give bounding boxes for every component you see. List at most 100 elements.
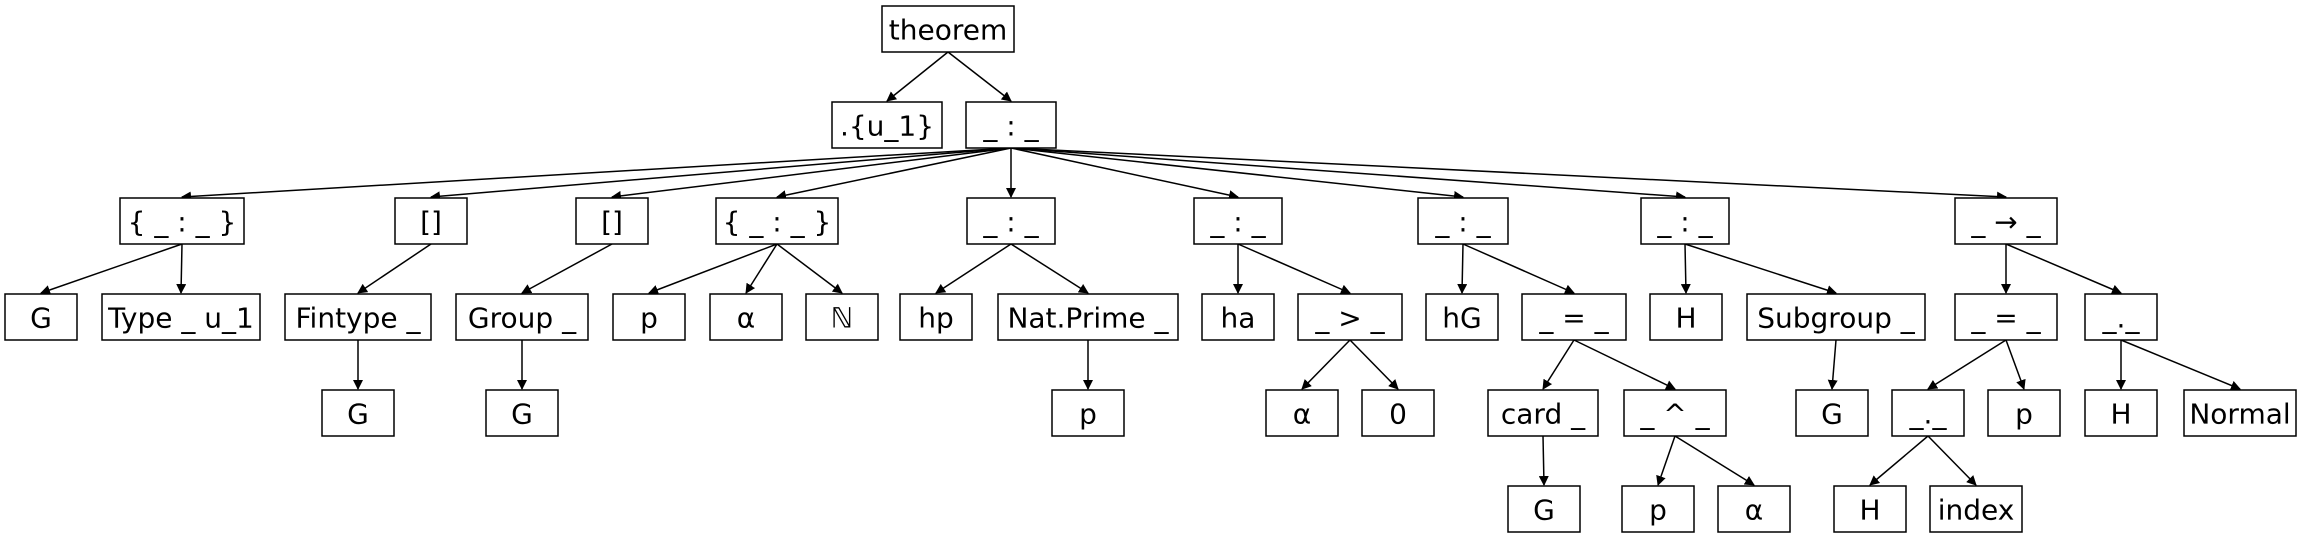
tree-edge [1349,339,1399,390]
node-label: p [640,302,658,335]
tree-node: Normal [2183,389,2297,437]
node-box [1833,485,1907,533]
node-label: card _ [1501,398,1586,431]
node-box [997,293,1179,341]
tree-node: G [1507,485,1581,533]
node-label: _ ^ _ [1639,398,1710,431]
node-box [1954,197,2058,245]
tree-edge [886,51,949,102]
tree-node: { _ : _ } [715,197,839,245]
node-box [1507,485,1581,533]
tree-node: G [321,389,395,437]
node-box [575,197,649,245]
tree-node: p [612,293,686,341]
node-label: _._ [1909,398,1948,431]
node-box [1487,389,1599,437]
tree-node: Type _ u_1 [101,293,261,341]
node-label: Type _ u_1 [107,302,254,335]
tree-edge [1010,147,2007,202]
node-label: G [30,302,52,335]
node-label: { _ : _ } [128,206,237,239]
node-box [881,5,1015,53]
node-box [1795,389,1869,437]
node-label: _ : _ [1656,206,1713,239]
node-label: Normal [2189,398,2290,431]
tree-node: card _ [1487,389,1599,437]
tree-edge [1684,243,1837,295]
tree-edge [1457,243,1468,294]
tree-edge [40,243,183,295]
node-label: p [2015,398,2033,431]
node-box [1929,485,2023,533]
node-label: G [1821,398,1843,431]
node-box [1051,389,1125,437]
tree-node: G [1795,389,1869,437]
tree-edge [2005,243,2122,295]
tree-node: ha [1201,293,1275,341]
node-label: index [1938,494,2015,527]
tree-node: [] [394,197,468,245]
tree-node: α [1265,389,1339,437]
node-box [1954,293,2058,341]
node-label: Group _ [468,302,577,335]
node-box [1425,293,1499,341]
node-label: theorem [889,14,1007,47]
node-box [709,293,783,341]
node-box [1717,485,1791,533]
node-label: 0 [1389,398,1407,431]
node-label: _ > _ [1314,302,1385,335]
tree-edge [1542,339,1575,390]
node-box [485,389,559,437]
node-label: _ : _ [1434,206,1491,239]
node-label: [] [601,206,623,239]
tree-edge [1010,243,1089,294]
tree-edge [1237,243,1351,294]
node-label: Fintype _ [295,302,421,335]
node-box [966,197,1056,245]
node-box [1521,293,1627,341]
tree-edge [947,51,1012,102]
tree-node: _._ [1891,389,1965,437]
node-label: G [511,398,533,431]
tree-edge [648,243,778,295]
tree-edge [181,147,1012,202]
node-label: α [737,302,755,335]
tree-edge [1927,339,2007,390]
node-label: _ = _ [1970,302,2041,335]
node-box [284,293,432,341]
node-label: p [1649,494,1667,527]
node-label: ℕ [831,302,853,335]
node-box [1621,485,1695,533]
tree-node: _ : _ [1193,197,1283,245]
tree-node: 0 [1361,389,1435,437]
node-box [4,293,78,341]
tree-edge [2120,339,2241,391]
tree-edge [1538,435,1549,486]
node-box [1891,389,1965,437]
node-box [1361,389,1435,437]
tree-node: _ : _ [1640,197,1730,245]
node-label: [] [420,206,442,239]
tree-edge [1674,435,1755,486]
tree-node: _._ [2084,293,2158,341]
node-box [321,389,395,437]
node-label: G [1533,494,1555,527]
tree-edge [1680,243,1691,294]
node-box [831,101,943,149]
tree-node: H [1833,485,1907,533]
node-label: α [1745,494,1763,527]
node-label: hG [1442,302,1481,335]
tree-node: Group _ [455,293,589,341]
tree-node: _ : _ [966,197,1056,245]
nodes-layer: theorem.{u_1}_ : _{ _ : _ }[][]{ _ : _ }… [4,5,2297,533]
tree-node: p [1621,485,1695,533]
tree-node: Fintype _ [284,293,432,341]
tree-edge [1010,147,1686,202]
tree-node: H [2084,389,2158,437]
node-box [2084,293,2158,341]
tree-node: theorem [881,5,1015,53]
node-box [101,293,261,341]
tree-node: ℕ [805,293,879,341]
tree-node: α [709,293,783,341]
